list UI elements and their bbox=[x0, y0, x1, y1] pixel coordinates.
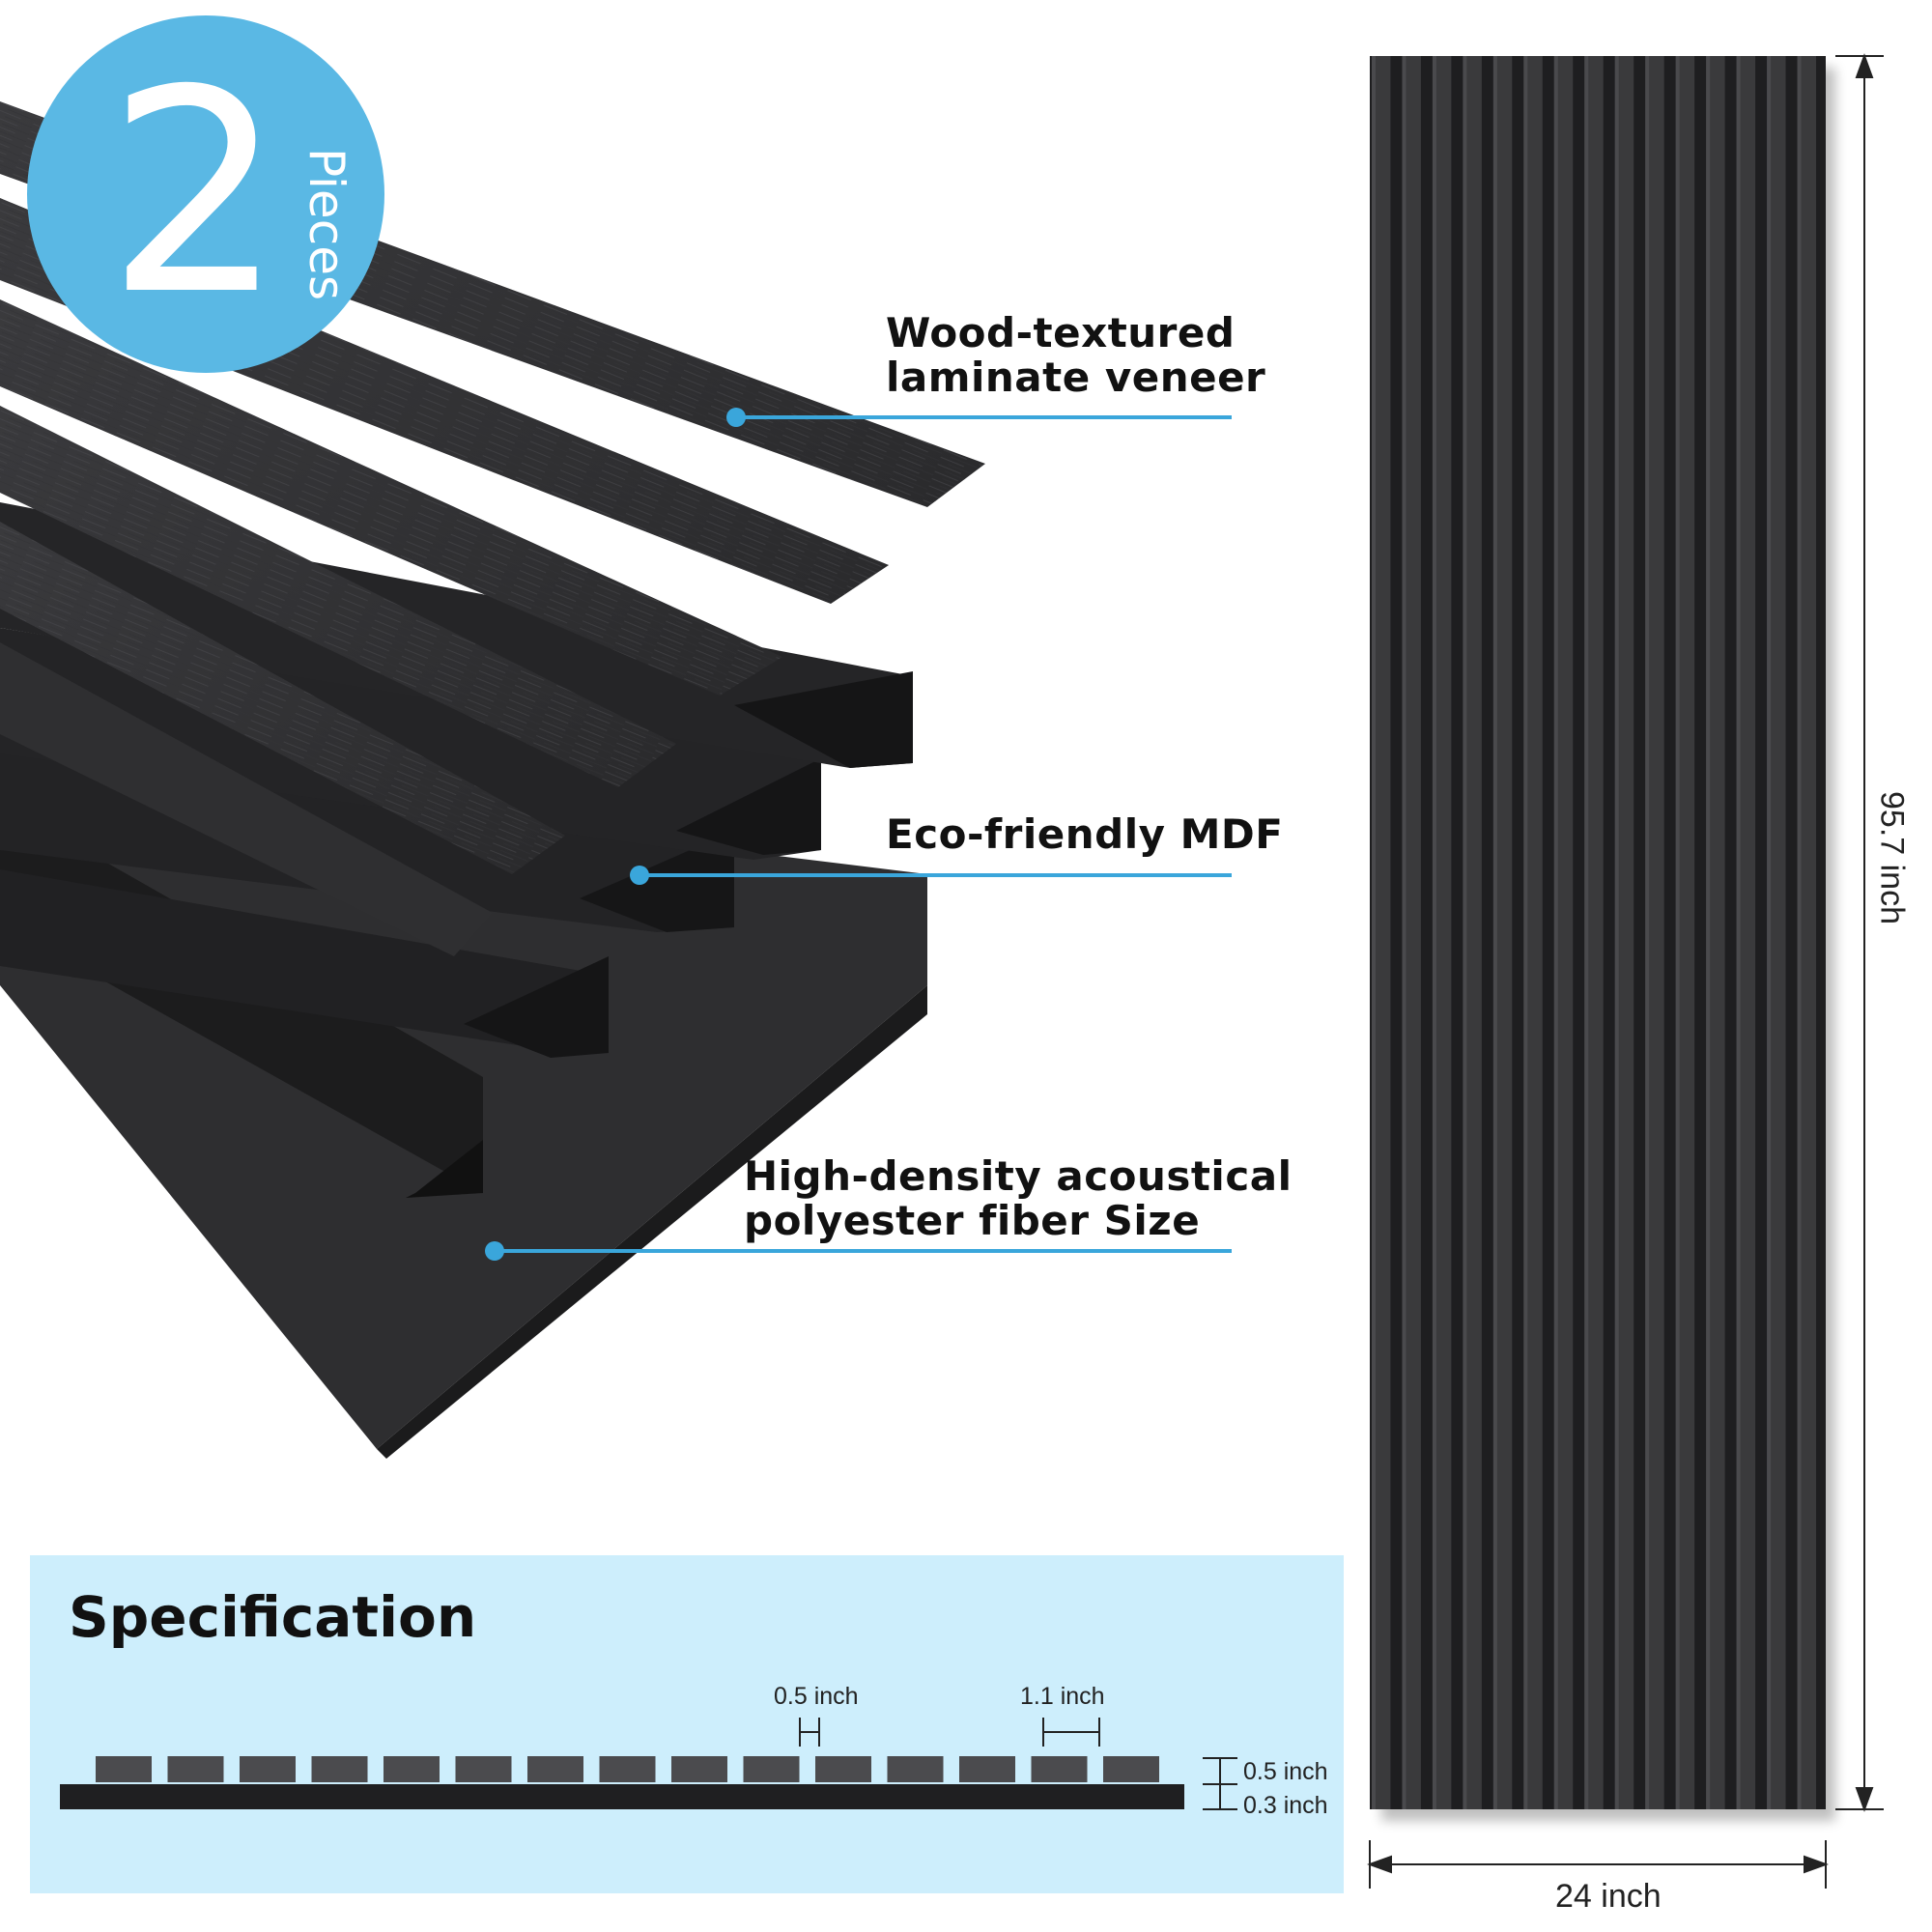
spec-slat bbox=[959, 1756, 1015, 1782]
veneer-label-line2: laminate veneer bbox=[886, 354, 1266, 401]
panel-slat bbox=[1584, 56, 1604, 1809]
veneer-label: Wood-textured laminate veneer bbox=[886, 311, 1265, 400]
panel-slat bbox=[1492, 56, 1513, 1809]
panel-slat bbox=[1463, 56, 1482, 1809]
spec-slat bbox=[599, 1756, 656, 1782]
mdf-label-line1: Eco-friendly MDF bbox=[886, 810, 1284, 858]
spec-slat bbox=[887, 1756, 944, 1782]
piece-count: 2 bbox=[106, 31, 285, 356]
mdf-label: Eco-friendly MDF bbox=[886, 812, 1283, 857]
fiber-label: High-density acoustical polyester fiber … bbox=[744, 1154, 1292, 1243]
panel-slat-highlight bbox=[1463, 56, 1467, 1809]
spec-slat bbox=[1103, 1756, 1159, 1782]
fiber-label-line2: polyester fiber Size bbox=[744, 1197, 1201, 1244]
fiber-label-line1: High-density acoustical bbox=[744, 1152, 1293, 1200]
spec-slat bbox=[527, 1756, 583, 1782]
height-dimension bbox=[1835, 53, 1884, 1812]
slat-spacing-label: 1.1 inch bbox=[1020, 1683, 1105, 1710]
panel-slat-highlight bbox=[1553, 56, 1558, 1809]
base-board bbox=[60, 1784, 1184, 1809]
veneer-label-line1: Wood-textured bbox=[886, 309, 1236, 356]
panel-slat bbox=[1645, 56, 1664, 1809]
width-dimension bbox=[1367, 1840, 1829, 1889]
specification-panel: Specification 0.5 inch 1.1 inch 0.5 inch… bbox=[30, 1555, 1344, 1893]
panel-slat bbox=[1706, 56, 1725, 1809]
panel-slat-highlight bbox=[1492, 56, 1497, 1809]
spec-slat bbox=[240, 1756, 296, 1782]
callout-lines bbox=[485, 408, 1232, 1261]
pieces-label: Pieces bbox=[298, 147, 355, 301]
specification-title: Specification bbox=[69, 1584, 477, 1650]
panel-slat-highlight bbox=[1372, 56, 1376, 1809]
panel-slat-highlight bbox=[1432, 56, 1436, 1809]
panel-slat-highlight bbox=[1614, 56, 1619, 1809]
slat-thickness-label: 0.5 inch bbox=[1243, 1758, 1328, 1785]
panel-slat bbox=[1614, 56, 1634, 1809]
spec-slat bbox=[167, 1756, 224, 1782]
panel-slat-highlight bbox=[1797, 56, 1802, 1809]
pieces-badge: 2 Pieces bbox=[27, 15, 384, 373]
panel-slat bbox=[1797, 56, 1816, 1809]
panel-slat bbox=[1402, 56, 1421, 1809]
panel-slat bbox=[1523, 56, 1543, 1809]
panel-slat-highlight bbox=[1523, 56, 1528, 1809]
spec-slat bbox=[815, 1756, 871, 1782]
height-label: 95.7 inch bbox=[1873, 791, 1911, 924]
panel-slat bbox=[1675, 56, 1695, 1809]
panel-slat bbox=[1767, 56, 1786, 1809]
cross-section-diagram bbox=[60, 1718, 1237, 1810]
width-label: 24 inch bbox=[1555, 1878, 1662, 1915]
spec-slat bbox=[96, 1756, 152, 1782]
panel-slat-highlight bbox=[1736, 56, 1741, 1809]
panel-slat-highlight bbox=[1675, 56, 1680, 1809]
panel-slat bbox=[1432, 56, 1452, 1809]
spec-slat bbox=[671, 1756, 727, 1782]
panel-slat-highlight bbox=[1767, 56, 1772, 1809]
panel-slat bbox=[1736, 56, 1756, 1809]
panel-slat-highlight bbox=[1645, 56, 1650, 1809]
panel-slat bbox=[1372, 56, 1391, 1809]
spec-slat bbox=[743, 1756, 800, 1782]
spec-slat bbox=[311, 1756, 368, 1782]
panel-slat-highlight bbox=[1402, 56, 1406, 1809]
spec-slat bbox=[455, 1756, 512, 1782]
acoustic-panel bbox=[1370, 56, 1835, 1821]
spec-slat bbox=[384, 1756, 440, 1782]
base-thickness-label: 0.3 inch bbox=[1243, 1792, 1328, 1819]
panel-slat-highlight bbox=[1584, 56, 1589, 1809]
slat-width-label: 0.5 inch bbox=[774, 1683, 859, 1710]
panel-slat bbox=[1553, 56, 1574, 1809]
panel-slat-highlight bbox=[1706, 56, 1711, 1809]
spec-slat bbox=[1031, 1756, 1088, 1782]
